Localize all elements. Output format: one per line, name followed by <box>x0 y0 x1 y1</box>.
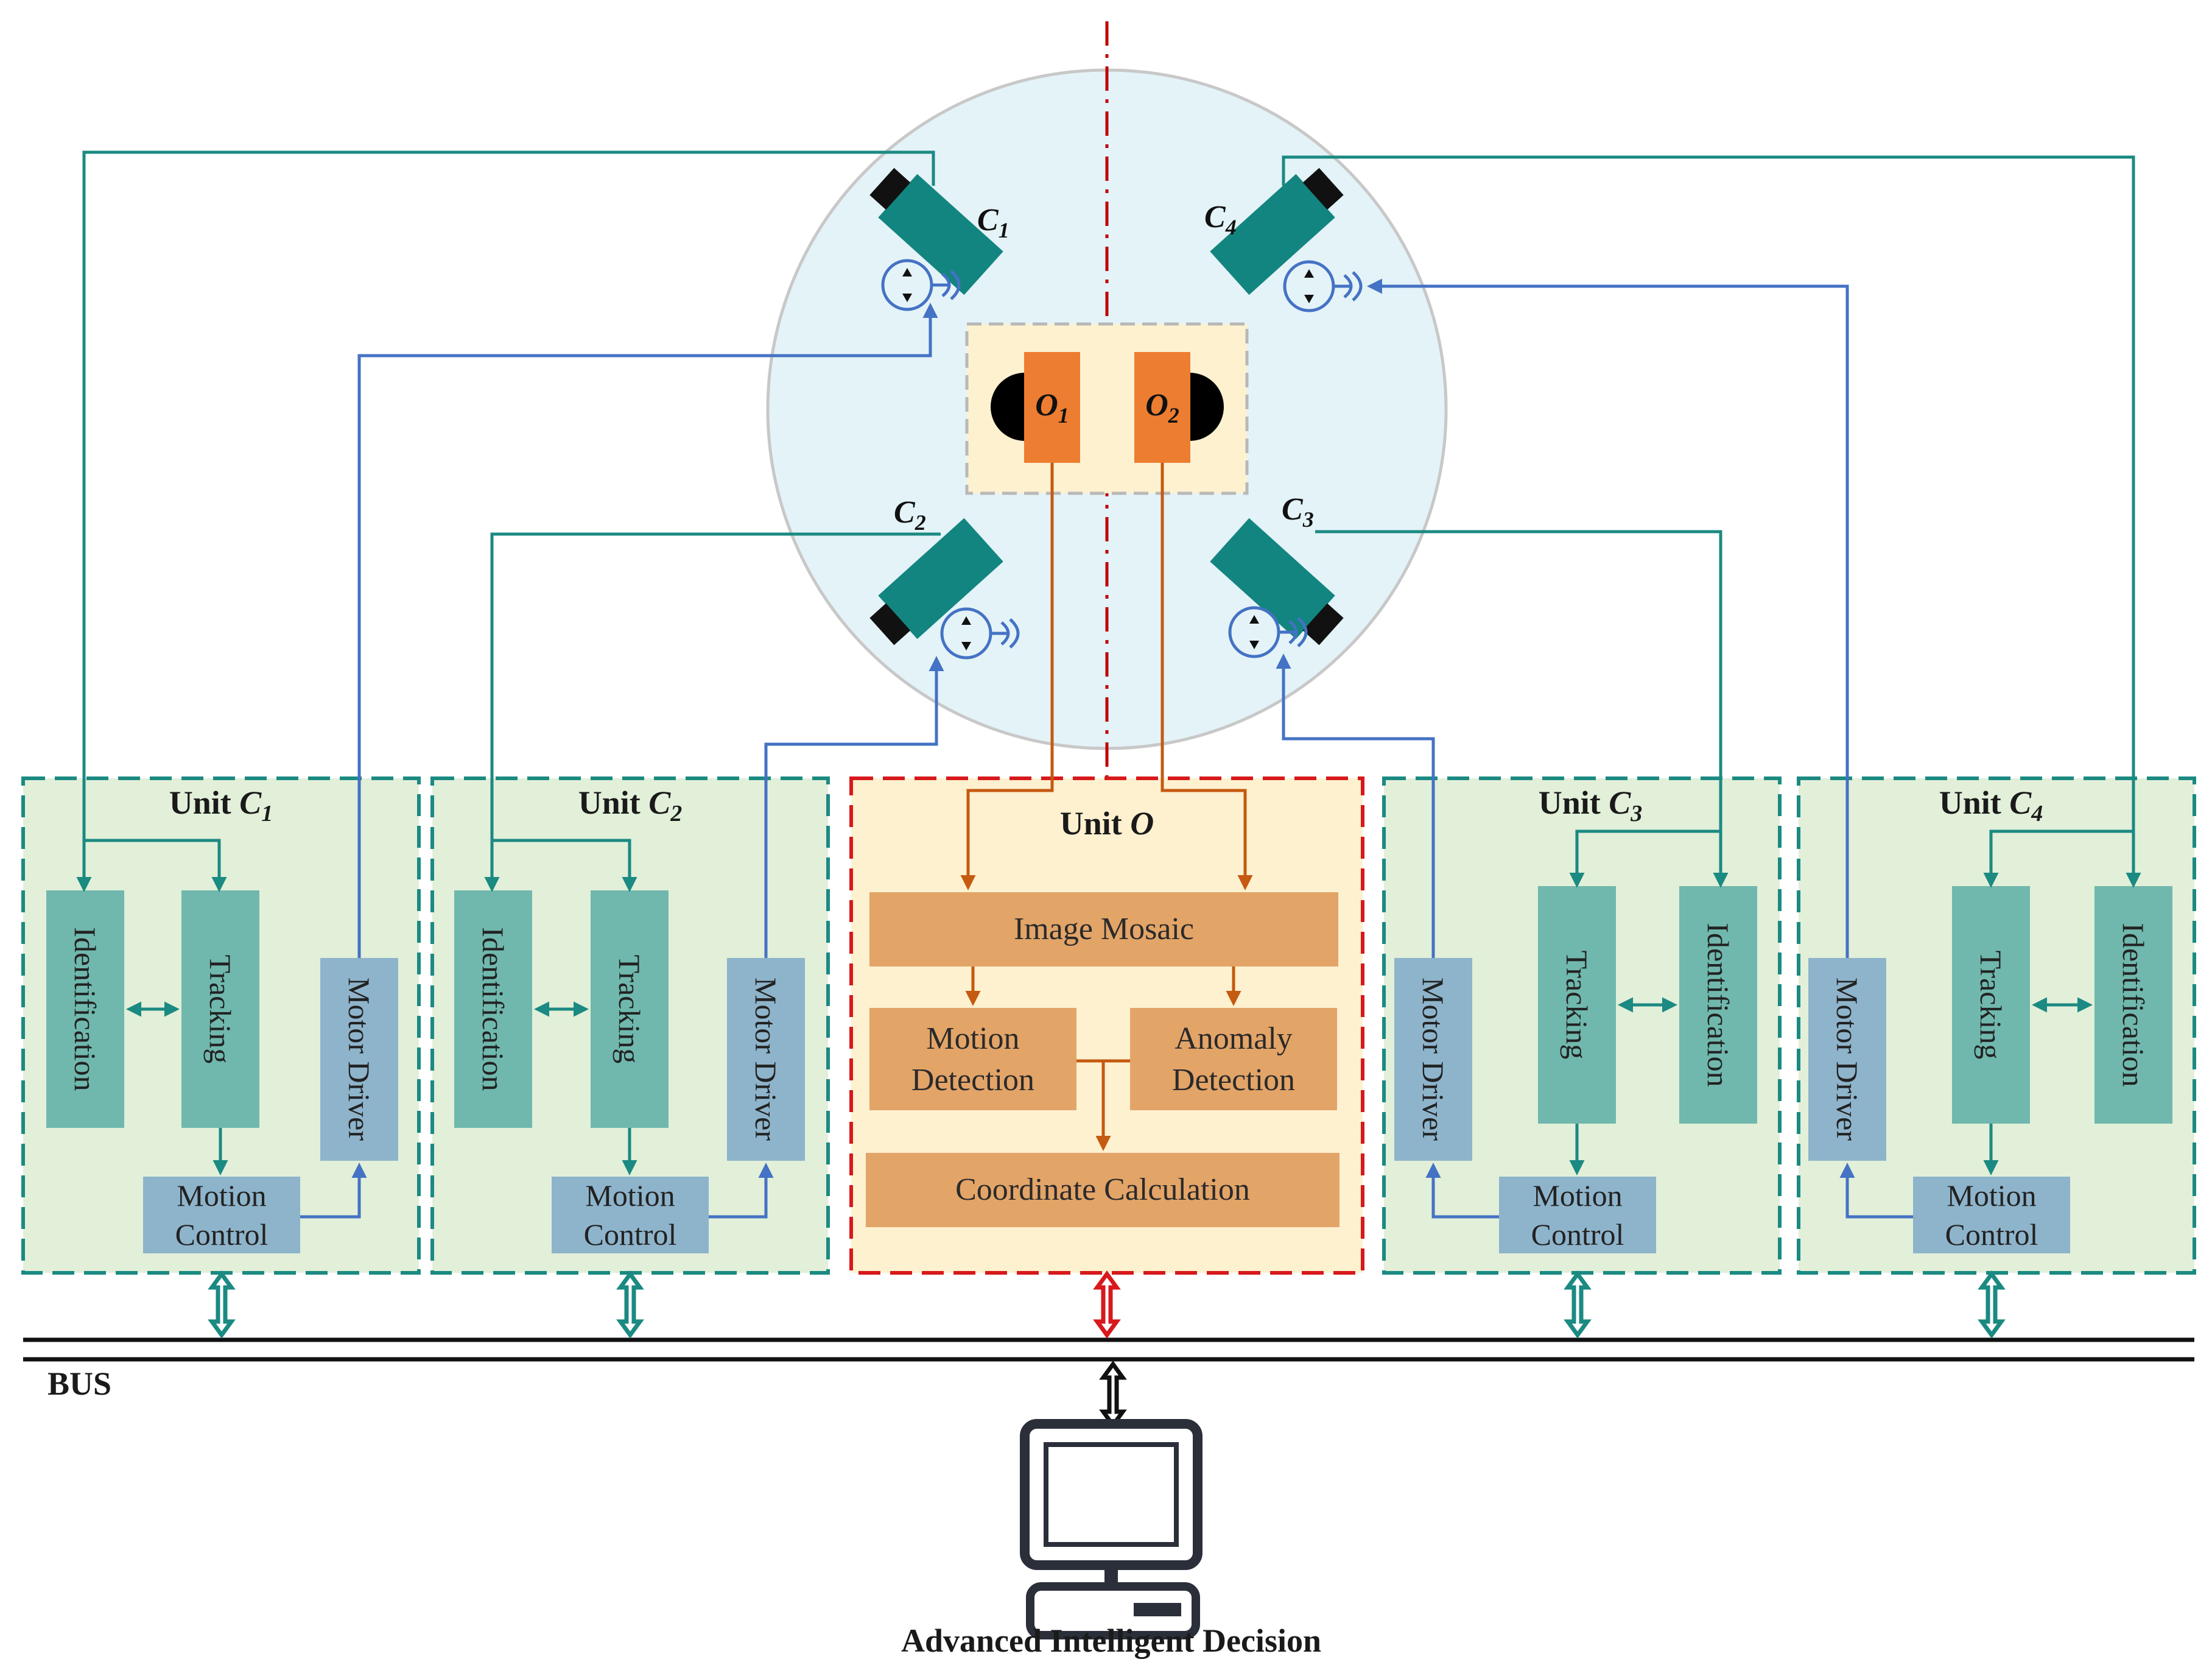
svg-text:Control: Control <box>175 1217 269 1252</box>
camera-c3: C3 <box>1210 492 1344 658</box>
identification-block <box>46 890 124 1128</box>
identification-block <box>2094 886 2172 1124</box>
connections <box>76 150 2141 1219</box>
camera-c4: C4 <box>1204 167 1363 312</box>
svg-text:Image Mosaic: Image Mosaic <box>1014 912 1194 946</box>
bus-label: BUS <box>47 1365 111 1402</box>
svg-text:Tracking: Tracking <box>203 955 237 1064</box>
svg-text:Tracking: Tracking <box>1560 951 1594 1060</box>
unit-c3-blocks: Motor Driver Tracking Identification Mot… <box>1394 886 1757 1253</box>
bus-connectors <box>208 1270 2006 1429</box>
motor-driver-block <box>1394 958 1472 1161</box>
motor-driver-block <box>727 958 805 1161</box>
unit-o-title: Unit O <box>1060 805 1154 842</box>
c1-bus-connector <box>208 1270 236 1339</box>
svg-text:Tracking: Tracking <box>1974 951 2008 1060</box>
o-bus-connector <box>1093 1270 1121 1339</box>
svg-text:O2: O2 <box>1145 388 1179 428</box>
svg-text:Motor Driver: Motor Driver <box>1416 977 1450 1141</box>
motion-control-block <box>1913 1177 2070 1253</box>
computer-icon <box>1020 1419 1203 1639</box>
unit-c1-title: Unit C1 <box>169 784 273 826</box>
bus: BUS <box>23 1337 2194 1402</box>
anomaly-detection-block <box>1130 1008 1337 1110</box>
identification-block <box>454 890 532 1128</box>
svg-text:C3: C3 <box>1282 492 1314 532</box>
tracking-block <box>1952 886 2030 1124</box>
tracking-block <box>591 890 669 1128</box>
camera-o1: O1 <box>991 352 1080 463</box>
svg-text:Motor Driver: Motor Driver <box>749 977 783 1141</box>
camera-o2: O2 <box>1134 352 1224 463</box>
tracking-block <box>1538 886 1616 1124</box>
c3-motor-icon <box>1228 606 1308 658</box>
svg-text:Anomaly: Anomaly <box>1174 1021 1293 1056</box>
svg-text:Motion: Motion <box>1947 1178 2036 1213</box>
svg-text:Motor Driver: Motor Driver <box>1830 977 1864 1141</box>
unit-c2-title: Unit C2 <box>578 784 683 826</box>
motion-control-block <box>143 1177 300 1253</box>
svg-text:Identification: Identification <box>1701 923 1735 1086</box>
svg-text:Identification: Identification <box>68 927 102 1091</box>
c1-motor-icon <box>881 259 961 311</box>
motion-detection-block <box>869 1008 1076 1110</box>
svg-text:Control: Control <box>1945 1217 2038 1252</box>
unit-c2-blocks: Identification Tracking Motor Driver Mot… <box>454 890 805 1253</box>
coordinate-calculation-block <box>866 1153 1339 1227</box>
svg-text:Tracking: Tracking <box>613 955 647 1064</box>
computer-bus-connector <box>1099 1361 1127 1429</box>
unit-c4-blocks: Motor Driver Tracking Identification Mot… <box>1808 886 2172 1253</box>
svg-text:C1: C1 <box>977 203 1009 242</box>
c4-bus-connector <box>1978 1270 2006 1339</box>
svg-text:C2: C2 <box>894 495 926 535</box>
svg-text:Motion: Motion <box>585 1178 675 1213</box>
svg-text:Identification: Identification <box>476 927 510 1091</box>
svg-text:Motion: Motion <box>177 1178 266 1213</box>
camera-c2: C2 <box>869 495 1020 660</box>
unit-c3-title: Unit C3 <box>1539 784 1643 826</box>
image-mosaic-block <box>869 892 1338 967</box>
svg-text:Coordinate Calculation: Coordinate Calculation <box>955 1172 1250 1207</box>
c3-bus-connector <box>1564 1270 1592 1339</box>
camera-c1: C1 <box>869 167 1009 311</box>
unit-o-blocks: Image Mosaic Motion Detection Anomaly De… <box>866 892 1339 1227</box>
identification-block <box>1679 886 1757 1124</box>
svg-text:Control: Control <box>584 1217 677 1252</box>
motor-driver-block <box>1808 958 1886 1161</box>
unit-c1-blocks: Identification Tracking Motor Driver Mot… <box>46 890 398 1253</box>
motion-control-block <box>552 1177 709 1253</box>
svg-text:Detection: Detection <box>1172 1063 1295 1097</box>
svg-text:C4: C4 <box>1204 200 1237 239</box>
motion-control-block <box>1499 1177 1656 1253</box>
svg-text:Identification: Identification <box>2116 923 2151 1086</box>
c2-motor-icon <box>940 607 1020 660</box>
motor-driver-block <box>320 958 398 1161</box>
c2-bus-connector <box>616 1270 644 1339</box>
svg-text:Motion: Motion <box>926 1021 1019 1056</box>
svg-text:Control: Control <box>1531 1217 1624 1252</box>
decision-label: Advanced Intelligent Decision <box>901 1622 1321 1659</box>
svg-text:Motor Driver: Motor Driver <box>342 977 376 1141</box>
svg-text:O1: O1 <box>1035 388 1069 428</box>
svg-text:Motion: Motion <box>1533 1178 1622 1213</box>
c4-motor-icon <box>1283 260 1363 312</box>
unit-c4-title: Unit C4 <box>1939 784 2043 826</box>
tracking-block <box>181 890 259 1128</box>
svg-text:Detection: Detection <box>911 1063 1034 1097</box>
